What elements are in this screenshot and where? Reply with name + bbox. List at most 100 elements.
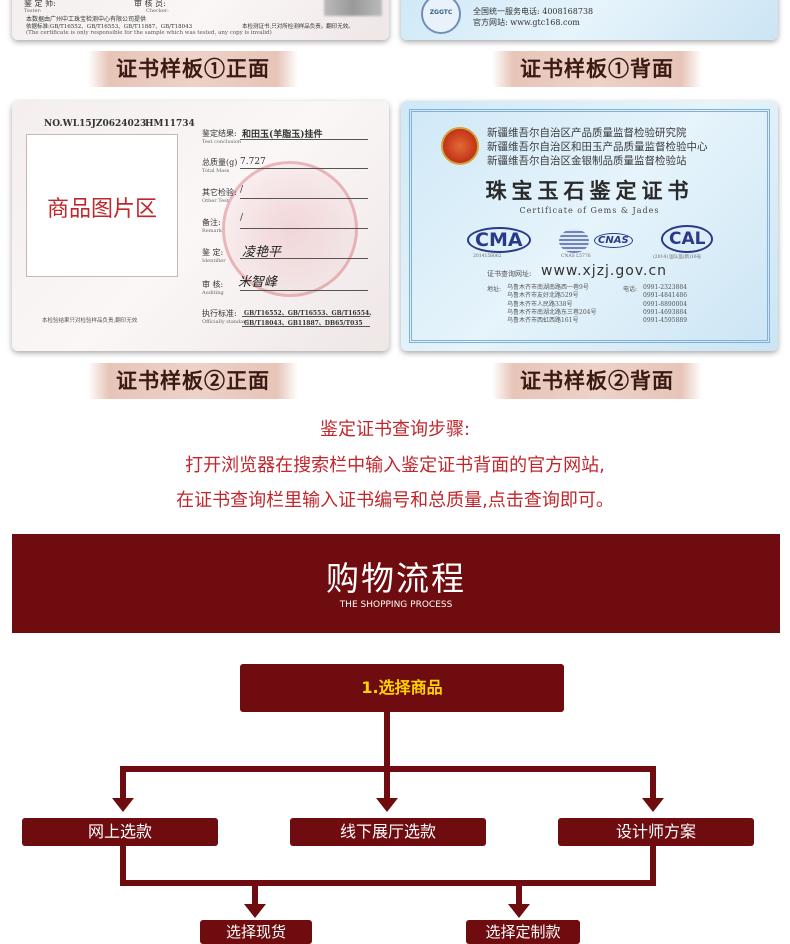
auditing-label: 审 核:: [202, 280, 224, 289]
option-offline: 线下展厅选款: [290, 818, 486, 846]
query-steps-title: 鉴定证书查询步骤:: [319, 419, 471, 440]
standard-line-1: GB/T16552、GB/T16553、GB/T16554、: [244, 310, 376, 317]
phone-line: 0991-2323884: [643, 284, 688, 291]
phone-list: 0991-2323884 0991-4841486 0991-8890004 0…: [643, 284, 687, 325]
query-label: 证书查询网址:: [487, 270, 532, 278]
tester-en: Tester:: [24, 8, 42, 14]
address-line: 乌鲁木齐市西虹西路161号: [507, 317, 579, 325]
front-footnote: 本检验结果只对检验样品负责,翻印无效: [42, 318, 138, 324]
other-test-value: /: [240, 185, 244, 195]
conclusion-value: 和田玉(羊脂玉)挂件: [242, 130, 323, 140]
mass-label: 总质量(g): [202, 158, 238, 167]
conclusion-label: 鉴定结果:: [202, 129, 237, 138]
banner-sample2-front-text: 证书样板②正面: [116, 368, 270, 393]
blurred-photo: [324, 0, 382, 16]
address-line: 乌鲁木齐市人民路338号: [507, 300, 573, 308]
step-select-product-label: 1.选择商品: [361, 678, 443, 697]
banner-sample1-front-text: 证书样板①正面: [116, 56, 270, 81]
emblem-logo: [441, 127, 479, 165]
cma-sub: 2014158062: [473, 254, 502, 259]
standard-en: Officially standard: [202, 319, 249, 325]
banner-sample2-back: 证书样板②背面: [492, 357, 702, 405]
option-offline-label: 线下展厅选款: [339, 822, 436, 841]
connector-horizontal-bottom: [120, 880, 656, 886]
banner-sample2-back-text: 证书样板②背面: [520, 368, 674, 393]
tester-label: 鉴 定 师:: [24, 0, 56, 8]
org-line-3: 新疆维吾尔自治区金银制品质量监督检验站: [487, 155, 687, 167]
official-website: 官方网站: www.gtc168.com: [473, 18, 580, 27]
certificate-2-back: 新疆维吾尔自治区产品质量监督检验研究院 新疆维吾尔自治区和田玉产品质量监督检验中…: [401, 101, 778, 351]
responsibility-line: 本检测证书,只对所检测样品负责。翻印无效。: [242, 24, 354, 30]
connector-right-down: [650, 766, 656, 798]
certificate-2-front: NO.WL15JZ0624023 HM11734 商品图片区 鉴定结果: Tes…: [12, 101, 389, 351]
remark-en: Remark: [202, 228, 222, 234]
hotline: 全国统一服务电话: 4008168738: [473, 7, 594, 16]
english-note: (The certificate is only responsible for…: [26, 30, 272, 36]
mass-value: 7.727: [240, 157, 266, 167]
banner-sample2-front: 证书样板②正面: [88, 357, 298, 405]
cnas-logo: CNAS: [594, 233, 633, 248]
query-steps-line-2: 在证书查询栏里输入证书编号和总质量,点击查询即可。: [176, 490, 614, 511]
address-line: 乌鲁木齐市友好北路529号: [507, 292, 579, 300]
certificate-1-front: 鉴 定 师: Tester: 审 核 员: Checker: 本数据由广州中工珠…: [12, 0, 389, 40]
connector-bottom-left-down: [252, 880, 258, 906]
cnas-sub: CNAS L5776: [561, 254, 591, 259]
auditing-signature: 米智峰: [238, 275, 278, 290]
institution-line: 本数据由广州中工珠宝检测中心有限公司提供: [26, 16, 147, 23]
standards-line: 依据标准:GB/T16552、GB/T16553、GB/T11887、GB/T1…: [26, 24, 193, 30]
cert-code: HM11734: [145, 119, 195, 129]
address-line: 乌鲁木齐市南湖南路西一巷9号: [507, 284, 589, 291]
mass-en: Total Mass: [202, 168, 230, 174]
phone-line: 0991-4595889: [643, 317, 688, 325]
phone-line: 0991-8890004: [643, 300, 688, 308]
arrow-down-icon: [376, 798, 398, 812]
banner-sample1-back: 证书样板①背面: [492, 45, 702, 93]
auditing-en: Auditing: [202, 290, 224, 296]
red-seal: [222, 161, 358, 297]
remark-value: /: [240, 213, 244, 223]
certificate-1-back: ZGGTC 全国统一服务电话: 4008168738 官方网站: www.gtc…: [401, 0, 778, 40]
zggtc-logo-text: ZGGTC: [429, 9, 453, 16]
banner-sample1-front: 证书样板①正面: [88, 45, 298, 93]
option-in-stock-label: 选择现货: [225, 923, 286, 941]
connector-designer-down: [650, 846, 656, 884]
other-test-label: 其它检验:: [202, 188, 237, 197]
other-test-en: Other Test: [202, 198, 229, 204]
option-custom: 选择定制款: [466, 920, 580, 944]
identifier-en: Identifier: [202, 258, 226, 264]
product-image-area-label: 商品图片区: [46, 197, 157, 222]
shopping-process-title: 购物流程: [326, 559, 466, 598]
checker-en: Checker:: [146, 8, 169, 14]
connector-left-down: [120, 766, 126, 798]
cal-sub: (2014) 国认监(新)16号: [653, 255, 702, 260]
org-line-1: 新疆维吾尔自治区产品质量监督检验研究院: [487, 127, 687, 139]
address-list: 乌鲁木齐市南湖南路西一巷9号 乌鲁木齐市友好北路529号 乌鲁木齐市人民路338…: [507, 284, 596, 325]
query-steps-line-1: 打开浏览器在搜索栏中输入鉴定证书背面的官方网站,: [185, 455, 605, 476]
guilloche-border: [409, 109, 770, 343]
arrow-down-icon: [112, 798, 134, 812]
standard-label: 执行标准:: [202, 309, 237, 318]
address-line: 乌鲁木齐市南湖北路东三巷204号: [507, 308, 597, 316]
connector-online-down: [120, 846, 126, 884]
arrow-down-icon: [244, 904, 266, 918]
conclusion-en: Test conclusion: [202, 139, 242, 145]
phone-label: 电话:: [623, 286, 638, 293]
arrow-down-icon: [642, 798, 664, 812]
address-label: 地址:: [487, 286, 502, 293]
connector-vertical-main: [384, 712, 390, 770]
shopping-process-subtitle: THE SHOPPING PROCESS: [339, 600, 453, 610]
checker-label: 审 核 员:: [134, 0, 166, 8]
cma-logo: CMA: [467, 227, 531, 253]
option-in-stock: 选择现货: [200, 920, 312, 944]
option-designer-label: 设计师方案: [615, 822, 696, 841]
back-title: 珠宝玉石鉴定证书: [485, 178, 694, 203]
phone-line: 0991-4841486: [643, 292, 688, 300]
cal-logo: CAL: [661, 225, 714, 253]
cnas-globe-icon: [559, 229, 589, 253]
remark-label: 备注:: [202, 218, 221, 227]
option-online: 网上选款: [22, 818, 218, 846]
identifier-label: 鉴 定:: [202, 248, 224, 257]
option-custom-label: 选择定制款: [485, 923, 561, 941]
banner-sample1-back-text: 证书样板①背面: [520, 56, 674, 81]
cert-number: NO.WL15JZ0624023: [44, 119, 147, 129]
